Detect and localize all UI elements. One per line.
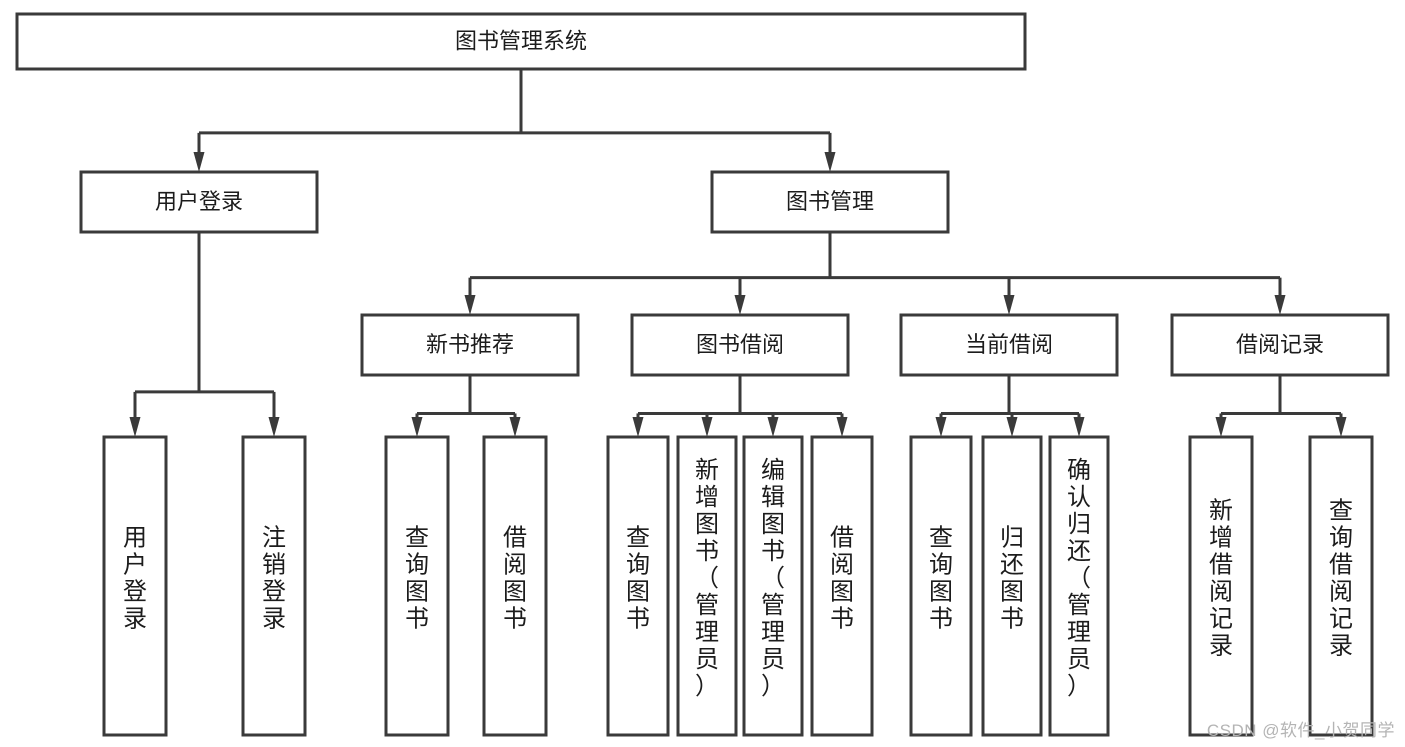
arrow-head-icon [509,417,521,437]
arrow-head-icon [1335,417,1347,437]
node-label-leaf-add-book: 新增图书（管理员） [695,457,719,700]
node-label-current-borrow: 当前借阅 [965,332,1053,357]
arrow-head-icon [1274,295,1286,315]
node-label-book-management: 图书管理 [786,189,874,214]
arrow-head-icon [701,417,713,437]
node-user-login[interactable]: 用户登录 [79,170,319,234]
node-box-root [15,12,1027,71]
node-label-leaf-query-book-1: 查询图书 [405,525,429,633]
node-leaf-add-record[interactable]: 新增借阅记录 [1188,435,1254,737]
node-box-new-book-recommend [360,313,580,377]
node-box-current-borrow [899,313,1119,377]
node-box-leaf-query-record [1308,435,1374,737]
node-leaf-logout[interactable]: 注销登录 [241,435,307,737]
node-leaf-query-book-2[interactable]: 查询图书 [606,435,670,737]
node-box-leaf-borrow-book-1 [482,435,548,737]
node-label-leaf-return-book: 归还图书 [1000,525,1024,633]
node-box-leaf-edit-book [742,435,804,737]
node-book-borrow[interactable]: 图书借阅 [630,313,850,377]
arrow-head-icon [129,417,141,437]
node-box-leaf-add-book [676,435,738,737]
node-label-leaf-query-book-2: 查询图书 [626,525,650,633]
node-box-leaf-user-login [102,435,168,737]
node-label-new-book-recommend: 新书推荐 [426,332,514,357]
node-leaf-borrow-book-1[interactable]: 借阅图书 [482,435,548,737]
node-leaf-user-login[interactable]: 用户登录 [102,435,168,737]
node-book-management[interactable]: 图书管理 [710,170,950,234]
node-box-leaf-return-book [981,435,1043,737]
node-leaf-return-book[interactable]: 归还图书 [981,435,1043,737]
node-label-leaf-user-login: 用户登录 [123,525,147,633]
node-borrow-record[interactable]: 借阅记录 [1170,313,1390,377]
node-leaf-confirm-return[interactable]: 确认归还（管理员） [1048,435,1110,737]
node-label-leaf-borrow-book-1: 借阅图书 [503,525,527,633]
node-box-book-borrow [630,313,850,377]
arrow-head-icon [1215,417,1227,437]
node-root[interactable]: 图书管理系统 [15,12,1027,71]
node-label-leaf-add-record: 新增借阅记录 [1209,498,1233,660]
arrow-head-icon [734,295,746,315]
connector-layer [129,69,1347,437]
arrow-head-icon [632,417,644,437]
arrow-head-icon [1003,295,1015,315]
node-box-user-login [79,170,319,234]
arrow-head-icon [268,417,280,437]
node-label-user-login: 用户登录 [155,189,243,214]
arrow-head-icon [824,152,836,172]
node-label-leaf-logout: 注销登录 [262,525,286,633]
node-label-leaf-query-record: 查询借阅记录 [1329,498,1353,660]
node-label-root: 图书管理系统 [455,28,587,53]
node-box-leaf-confirm-return [1048,435,1110,737]
node-leaf-query-book-1[interactable]: 查询图书 [384,435,450,737]
node-label-borrow-record: 借阅记录 [1236,332,1324,357]
node-label-leaf-borrow-book-2: 借阅图书 [830,525,854,633]
node-leaf-query-book-3[interactable]: 查询图书 [909,435,973,737]
arrow-head-icon [411,417,423,437]
node-box-leaf-query-book-1 [384,435,450,737]
arrow-head-icon [1073,417,1085,437]
node-leaf-borrow-book-2[interactable]: 借阅图书 [810,435,874,737]
arrow-head-icon [935,417,947,437]
node-box-leaf-logout [241,435,307,737]
arrow-head-icon [193,152,205,172]
node-leaf-query-record[interactable]: 查询借阅记录 [1308,435,1374,737]
node-label-book-borrow: 图书借阅 [696,332,784,357]
node-box-leaf-borrow-book-2 [810,435,874,737]
arrow-head-icon [1006,417,1018,437]
node-box-leaf-add-record [1188,435,1254,737]
node-current-borrow[interactable]: 当前借阅 [899,313,1119,377]
node-leaf-edit-book[interactable]: 编辑图书（管理员） [742,435,804,737]
node-leaf-add-book[interactable]: 新增图书（管理员） [676,435,738,737]
node-layer: 图书管理系统用户登录图书管理新书推荐图书借阅当前借阅借阅记录用户登录注销登录查询… [15,12,1390,737]
node-box-leaf-query-book-3 [909,435,973,737]
node-label-leaf-edit-book: 编辑图书（管理员） [761,457,785,700]
arrow-head-icon [767,417,779,437]
node-box-leaf-query-book-2 [606,435,670,737]
node-label-leaf-query-book-3: 查询图书 [929,525,953,633]
arrow-head-icon [836,417,848,437]
node-box-borrow-record [1170,313,1390,377]
node-box-book-management [710,170,950,234]
arrow-head-icon [464,295,476,315]
node-new-book-recommend[interactable]: 新书推荐 [360,313,580,377]
node-label-leaf-confirm-return: 确认归还（管理员） [1067,457,1091,700]
